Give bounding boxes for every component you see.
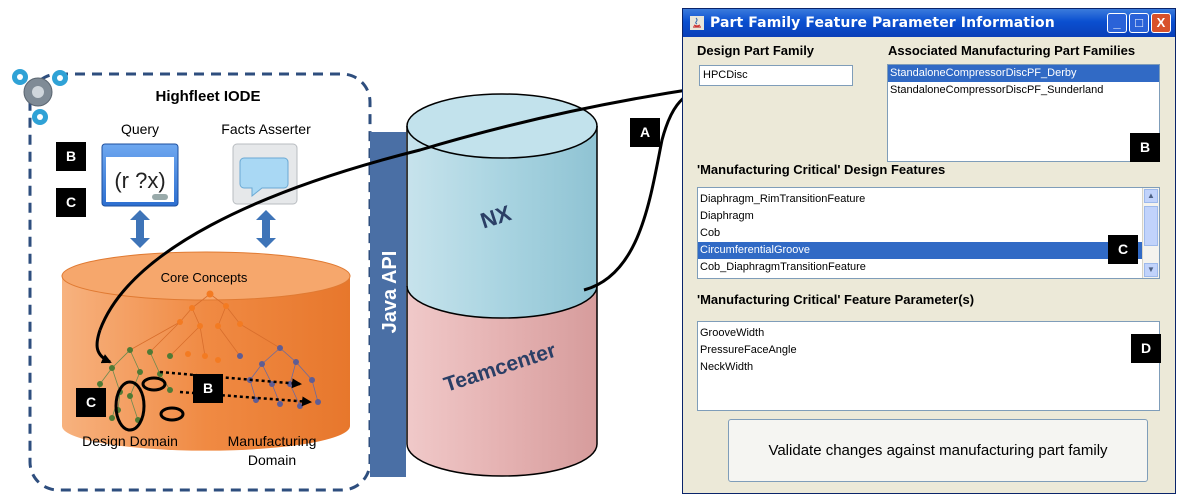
concept-network	[91, 290, 321, 432]
list-item[interactable]: Diaphragm	[700, 210, 754, 222]
feature-params-label: 'Manufacturing Critical' Feature Paramet…	[697, 292, 975, 307]
tag-b-query: B	[56, 142, 86, 171]
facts-asserter-label: Facts Asserter	[221, 121, 311, 137]
list-item[interactable]: CircumferentialGroove	[698, 242, 1143, 259]
design-link-arrow	[98, 84, 702, 331]
design-features-list[interactable]: Diaphragm_RimTransitionFeature Diaphragm…	[697, 187, 1160, 279]
java-api-label: Java API	[379, 251, 401, 334]
tag-b-mapping: B	[193, 374, 223, 403]
java-app-icon	[690, 16, 704, 30]
title-bar[interactable]: Part Family Feature Parameter Informatio…	[683, 9, 1175, 37]
part-family-window: Part Family Feature Parameter Informatio…	[682, 8, 1176, 494]
scroll-up-icon[interactable]: ▲	[1144, 189, 1158, 203]
query-label: Query	[121, 121, 159, 137]
maximize-button[interactable]: □	[1129, 13, 1149, 33]
list-item[interactable]: Diaphragm_RimTransitionFeature	[700, 193, 866, 205]
tag-c-design: C	[76, 388, 106, 417]
list-item[interactable]: StandaloneCompressorDiscPF_Derby	[888, 65, 1159, 82]
minimize-button[interactable]: _	[1107, 13, 1127, 33]
list-item[interactable]: Cob	[700, 227, 721, 239]
design-part-family-field[interactable]: HPCDisc	[699, 65, 853, 86]
list-item[interactable]: StandaloneCompressorDiscPF_Sunderland	[890, 84, 1104, 96]
features-scrollbar[interactable]: ▲ ▼	[1142, 188, 1159, 278]
tag-c-window: C	[1108, 235, 1138, 264]
feature-params-list[interactable]: GrooveWidth PressureFaceAngle NeckWidth	[697, 321, 1160, 411]
list-item[interactable]: Cob_DiaphragmTransitionFeature	[700, 261, 866, 273]
tag-b-window: B	[1130, 133, 1160, 162]
associated-families-list[interactable]: StandaloneCompressorDiscPF_Derby Standal…	[887, 64, 1160, 162]
validate-button[interactable]: Validate changes against manufacturing p…	[728, 419, 1148, 482]
iode-title: Highfleet IODE	[155, 88, 260, 105]
design-features-label: 'Manufacturing Critical' Design Features	[697, 162, 946, 177]
query-icon: (r ?x)	[101, 143, 179, 207]
iode-boundary	[28, 72, 372, 492]
tag-d-window: D	[1131, 334, 1161, 363]
list-item[interactable]: GrooveWidth	[700, 327, 765, 339]
teamcenter-link-arrow	[583, 84, 705, 292]
core-concepts-label: Core Concepts	[161, 270, 248, 285]
query-arrow-icon	[130, 210, 150, 248]
facts-arrow-icon	[256, 210, 276, 248]
design-feature-ellipse	[114, 380, 146, 432]
facts-asserter-icon	[232, 143, 298, 205]
associated-families-label: Associated Manufacturing Part Families	[888, 43, 1136, 58]
close-button[interactable]: X	[1151, 13, 1171, 33]
nx-teamcenter-cylinder	[406, 93, 598, 477]
list-item[interactable]: NeckWidth	[700, 361, 754, 373]
svg-text:(r ?x): (r ?x)	[114, 168, 165, 193]
java-api-bar	[370, 132, 406, 477]
scroll-down-icon[interactable]: ▼	[1144, 263, 1158, 277]
design-domain-label: Design Domain	[82, 433, 178, 449]
window-title: Part Family Feature Parameter Informatio…	[710, 15, 1055, 31]
manufacturing-domain-label-2: Domain	[248, 452, 296, 468]
manufacturing-domain-label-1: Manufacturing	[228, 433, 317, 449]
list-item[interactable]: PressureFaceAngle	[700, 344, 797, 356]
scroll-thumb[interactable]	[1144, 206, 1158, 246]
tag-c-query: C	[56, 188, 86, 217]
gears-icon	[12, 69, 68, 125]
tag-a: A	[630, 118, 660, 147]
design-part-family-label: Design Part Family	[697, 43, 815, 58]
